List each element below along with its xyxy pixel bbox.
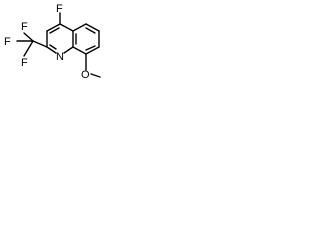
atom-label-fluorine-top: F xyxy=(56,3,63,15)
bond-c4-c3 xyxy=(46,23,61,32)
double-bond-c7-c8 xyxy=(85,45,96,51)
bond-lines xyxy=(16,12,101,78)
bond-c5-c6 xyxy=(85,23,100,32)
structure-canvas: F F F F N O xyxy=(0,0,110,97)
atom-label-cf3-fluorine-top: F xyxy=(21,21,28,33)
double-bond-c5-c6 xyxy=(85,27,96,34)
bond-c2-cf3 xyxy=(32,40,48,48)
atom-label-cf3-fluorine-bottom: F xyxy=(21,57,28,69)
bond-c7-c8 xyxy=(85,46,100,55)
bond-n-c8a xyxy=(63,46,74,54)
bond-o-ch3 xyxy=(90,73,101,78)
bond-c4a-c4 xyxy=(59,23,74,32)
quinoline-structure: F F F F N O xyxy=(4,3,101,81)
bond-cf3-f-bottom xyxy=(23,40,34,57)
bond-c8-c8a xyxy=(72,46,87,55)
double-bond-c2-n xyxy=(49,44,57,50)
bond-c2-n xyxy=(46,46,57,54)
atom-label-oxygen: O xyxy=(81,69,90,81)
double-bond-c4-c3 xyxy=(49,27,60,34)
atom-label-nitrogen: N xyxy=(56,51,64,63)
bond-cf3-f-top xyxy=(23,32,34,42)
bond-c4a-c5 xyxy=(72,23,87,32)
atom-label-cf3-fluorine-left: F xyxy=(4,36,11,48)
